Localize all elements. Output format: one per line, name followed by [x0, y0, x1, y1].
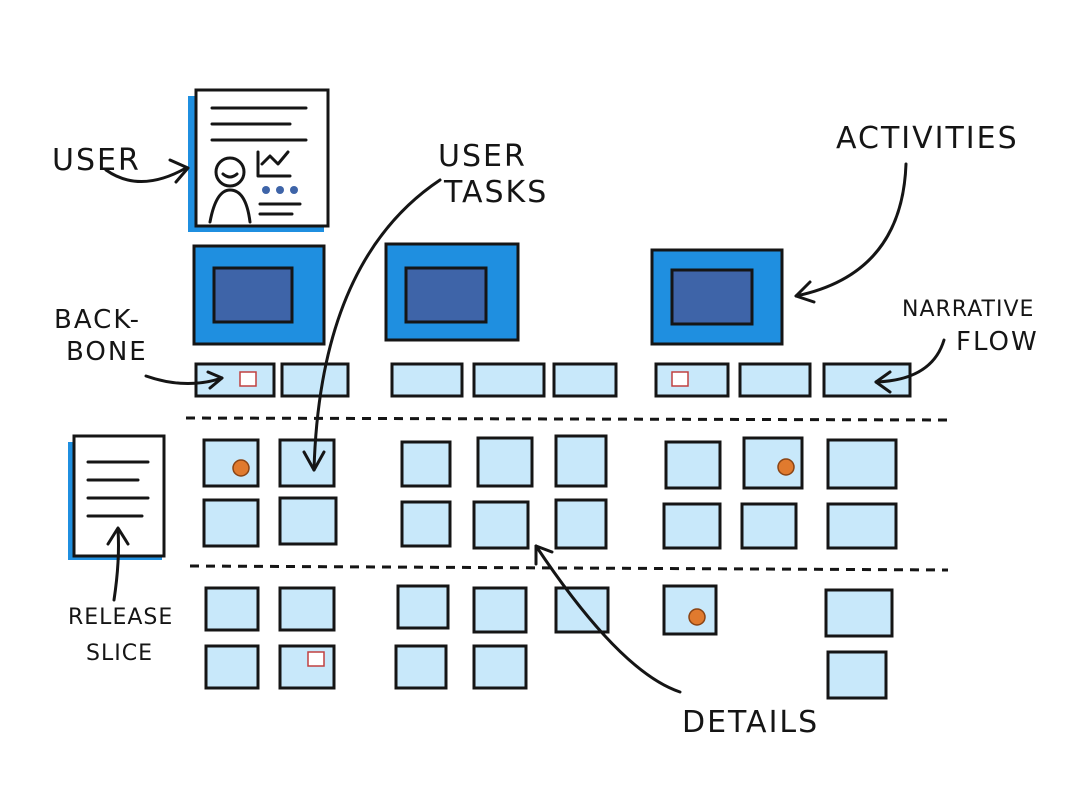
arrow-user [104, 166, 188, 183]
label-narrative-line1: NARRATIVE [902, 297, 1034, 322]
task-sticky [738, 362, 812, 398]
label-details: DETAILS [682, 705, 819, 740]
detail-sticky [824, 588, 894, 638]
task-sticky [194, 362, 276, 398]
detail-sticky [554, 434, 608, 488]
label-user-tasks-line1: USER [438, 139, 527, 174]
details-slice-2 [204, 584, 894, 700]
detail-sticky [472, 644, 528, 690]
detail-sticky [662, 584, 718, 636]
detail-sticky [664, 440, 722, 490]
label-user-tasks-line2: TASKS [443, 175, 548, 210]
dashed-divider [185, 416, 949, 422]
detail-sticky [826, 438, 898, 490]
detail-sticky [826, 650, 888, 700]
priority-dot-icon [232, 459, 250, 477]
label-release-line1: RELEASE [68, 605, 173, 630]
activity-card [192, 244, 326, 346]
task-sticky [822, 362, 912, 398]
label-backbone-line1: BACK- [54, 305, 141, 335]
label-user: USER [52, 143, 141, 178]
release-document-icon [68, 434, 166, 560]
release-slice-divider [189, 564, 949, 572]
detail-sticky [826, 502, 898, 550]
user-persona-card-icon [188, 88, 330, 232]
activity-card [650, 248, 784, 346]
detail-sticky [400, 440, 452, 488]
task-sticky [654, 362, 730, 398]
detail-sticky [278, 586, 336, 632]
detail-sticky [396, 584, 450, 630]
details-slice-1 [202, 434, 898, 550]
detail-sticky [394, 644, 448, 690]
detail-sticky [662, 502, 722, 550]
detail-sticky [202, 438, 260, 488]
detail-sticky [472, 500, 530, 550]
activity-card [384, 242, 520, 342]
task-sticky [390, 362, 464, 398]
detail-sticky [740, 502, 798, 550]
arrow-details [534, 544, 682, 694]
detail-sticky [476, 436, 534, 488]
task-sticky [472, 362, 546, 398]
label-narrative-line2: FLOW [956, 327, 1039, 357]
arrow-backbone [144, 374, 224, 386]
label-backbone-line2: BONE [66, 337, 148, 367]
arrow-user-tasks [312, 178, 442, 472]
detail-sticky [278, 644, 336, 690]
task-sticky [552, 362, 618, 398]
checkbox-icon [307, 651, 325, 667]
detail-sticky [554, 498, 608, 550]
label-activities: ACTIVITIES [836, 121, 1019, 156]
detail-sticky [278, 496, 338, 546]
arrow-release-slice [112, 528, 120, 602]
priority-dot-icon [688, 608, 706, 626]
task-sticky [280, 362, 350, 398]
arrow-activities [794, 162, 908, 298]
checkbox-icon [671, 371, 689, 387]
checkbox-icon [239, 371, 257, 387]
detail-sticky [204, 644, 260, 690]
arrow-narrative-flow [874, 338, 946, 384]
label-release-line2: SLICE [86, 641, 153, 666]
detail-sticky [472, 586, 528, 634]
detail-sticky [400, 500, 452, 548]
detail-sticky [202, 498, 260, 548]
priority-dot-icon [777, 458, 795, 476]
detail-sticky [204, 586, 260, 632]
user-task-row [194, 362, 912, 398]
detail-sticky [278, 438, 336, 488]
arrows [104, 158, 946, 694]
